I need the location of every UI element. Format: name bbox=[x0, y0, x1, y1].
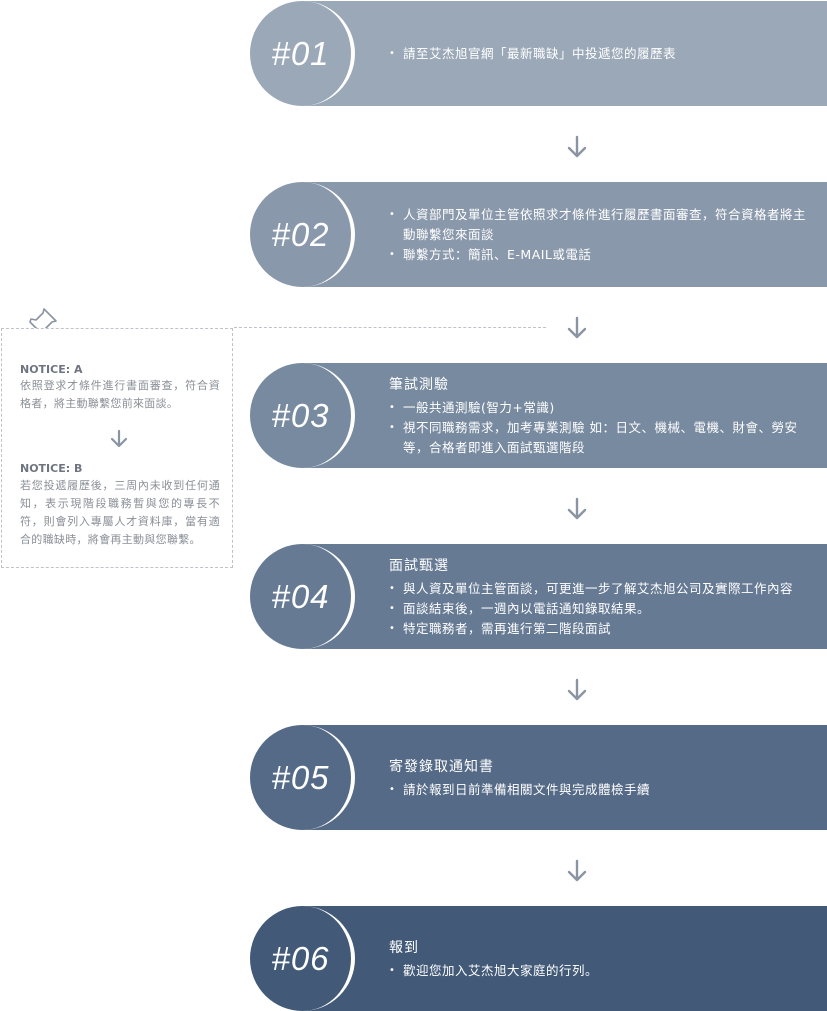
step-content: 請至艾杰旭官網「最新職缺」中投遞您的履歷表 bbox=[389, 1, 809, 106]
step-bullet: 歡迎您加入艾杰旭大家庭的行列。 bbox=[389, 961, 809, 981]
step-number-badge: #03 bbox=[250, 363, 355, 468]
step-01: #01 請至艾杰旭官網「最新職缺」中投遞您的履歷表 bbox=[250, 1, 827, 106]
step-content: 筆試測驗一般共通測驗(智力+常識)視不同職務需求，加考專業測驗 如：日文、機械、… bbox=[389, 363, 809, 468]
step-bullets: 請於報到日前準備相關文件與完成體檢手續 bbox=[389, 780, 809, 800]
step-bullet: 聯繫方式：簡訊、E-MAIL或電話 bbox=[389, 245, 809, 265]
step-bullets: 一般共通測驗(智力+常識)視不同職務需求，加考專業測驗 如：日文、機械、電機、財… bbox=[389, 398, 809, 458]
step-number-badge: #04 bbox=[250, 544, 355, 649]
step-number-badge: #01 bbox=[250, 1, 355, 106]
step-06: #06 報到歡迎您加入艾杰旭大家庭的行列。 bbox=[250, 906, 827, 1011]
step-content: 面試甄選與人資及單位主管面談，可更進一步了解艾杰旭公司及實際工作內容面談結束後，… bbox=[389, 544, 809, 649]
notice-b-text: 若您投遞履歷後，三周內未收到任何通知，表示現階段職務暫與您的專長不符，則會列入專… bbox=[20, 479, 220, 546]
step-content: 人資部門及單位主管依照求才條件進行履歷書面審查，符合資格者將主動聯繫您來面談聯繫… bbox=[389, 182, 809, 287]
step-number-badge: #05 bbox=[250, 725, 355, 830]
step-bullet: 人資部門及單位主管依照求才條件進行履歷書面審查，符合資格者將主動聯繫您來面談 bbox=[389, 205, 809, 245]
step-number-badge: #02 bbox=[250, 182, 355, 287]
notice-b-label: NOTICE: B bbox=[20, 462, 83, 475]
arrow-down-icon bbox=[110, 429, 128, 448]
step-05: #05 寄發錄取通知書請於報到日前準備相關文件與完成體檢手續 bbox=[250, 725, 827, 830]
step-title: 面試甄選 bbox=[389, 557, 449, 574]
step-bullet: 與人資及單位主管面談，可更進一步了解艾杰旭公司及實際工作內容 bbox=[389, 579, 809, 599]
arrow-down-icon bbox=[567, 678, 587, 701]
step-content: 報到歡迎您加入艾杰旭大家庭的行列。 bbox=[389, 906, 809, 1011]
step-title: 筆試測驗 bbox=[389, 376, 449, 393]
step-bullets: 人資部門及單位主管依照求才條件進行履歷書面審查，符合資格者將主動聯繫您來面談聯繫… bbox=[389, 205, 809, 265]
step-bullet: 視不同職務需求，加考專業測驗 如：日文、機械、電機、財會、勞安等，合格者即進入面… bbox=[389, 418, 809, 458]
notice-a-label: NOTICE: A bbox=[20, 363, 83, 376]
step-bullet: 面談結束後，一週內以電話通知錄取結果。 bbox=[389, 599, 809, 619]
arrow-down-icon bbox=[567, 316, 587, 339]
arrow-down-icon bbox=[567, 497, 587, 520]
step-bullet: 特定職務者，需再進行第二階段面試 bbox=[389, 619, 809, 639]
step-04: #04 面試甄選與人資及單位主管面談，可更進一步了解艾杰旭公司及實際工作內容面談結… bbox=[250, 544, 827, 649]
step-title: 報到 bbox=[389, 939, 419, 956]
step-bullet: 請至艾杰旭官網「最新職缺」中投遞您的履歷表 bbox=[389, 44, 809, 64]
step-content: 寄發錄取通知書請於報到日前準備相關文件與完成體檢手續 bbox=[389, 725, 809, 830]
step-bullets: 請至艾杰旭官網「最新職缺」中投遞您的履歷表 bbox=[389, 44, 809, 64]
step-band bbox=[302, 725, 827, 830]
arrow-down-icon bbox=[567, 135, 587, 158]
arrow-down-icon bbox=[567, 859, 587, 882]
notice-connector-line bbox=[234, 327, 546, 328]
step-band bbox=[302, 906, 827, 1011]
step-number-badge: #06 bbox=[250, 906, 355, 1011]
notice-a-text: 依照登求才條件進行書面審查，符合資格者，將主動聯繫您前來面談。 bbox=[20, 379, 220, 410]
step-bullets: 與人資及單位主管面談，可更進一步了解艾杰旭公司及實際工作內容面談結束後，一週內以… bbox=[389, 579, 809, 639]
step-title: 寄發錄取通知書 bbox=[389, 758, 494, 775]
step-bullet: 一般共通測驗(智力+常識) bbox=[389, 398, 809, 418]
step-02: #02 人資部門及單位主管依照求才條件進行履歷書面審查，符合資格者將主動聯繫您來面… bbox=[250, 182, 827, 287]
notice-box: NOTICE: A 依照登求才條件進行書面審查，符合資格者，將主動聯繫您前來面談… bbox=[1, 328, 233, 568]
step-03: #03 筆試測驗一般共通測驗(智力+常識)視不同職務需求，加考專業測驗 如：日文、… bbox=[250, 363, 827, 468]
step-bullets: 歡迎您加入艾杰旭大家庭的行列。 bbox=[389, 961, 809, 981]
step-bullet: 請於報到日前準備相關文件與完成體檢手續 bbox=[389, 780, 809, 800]
